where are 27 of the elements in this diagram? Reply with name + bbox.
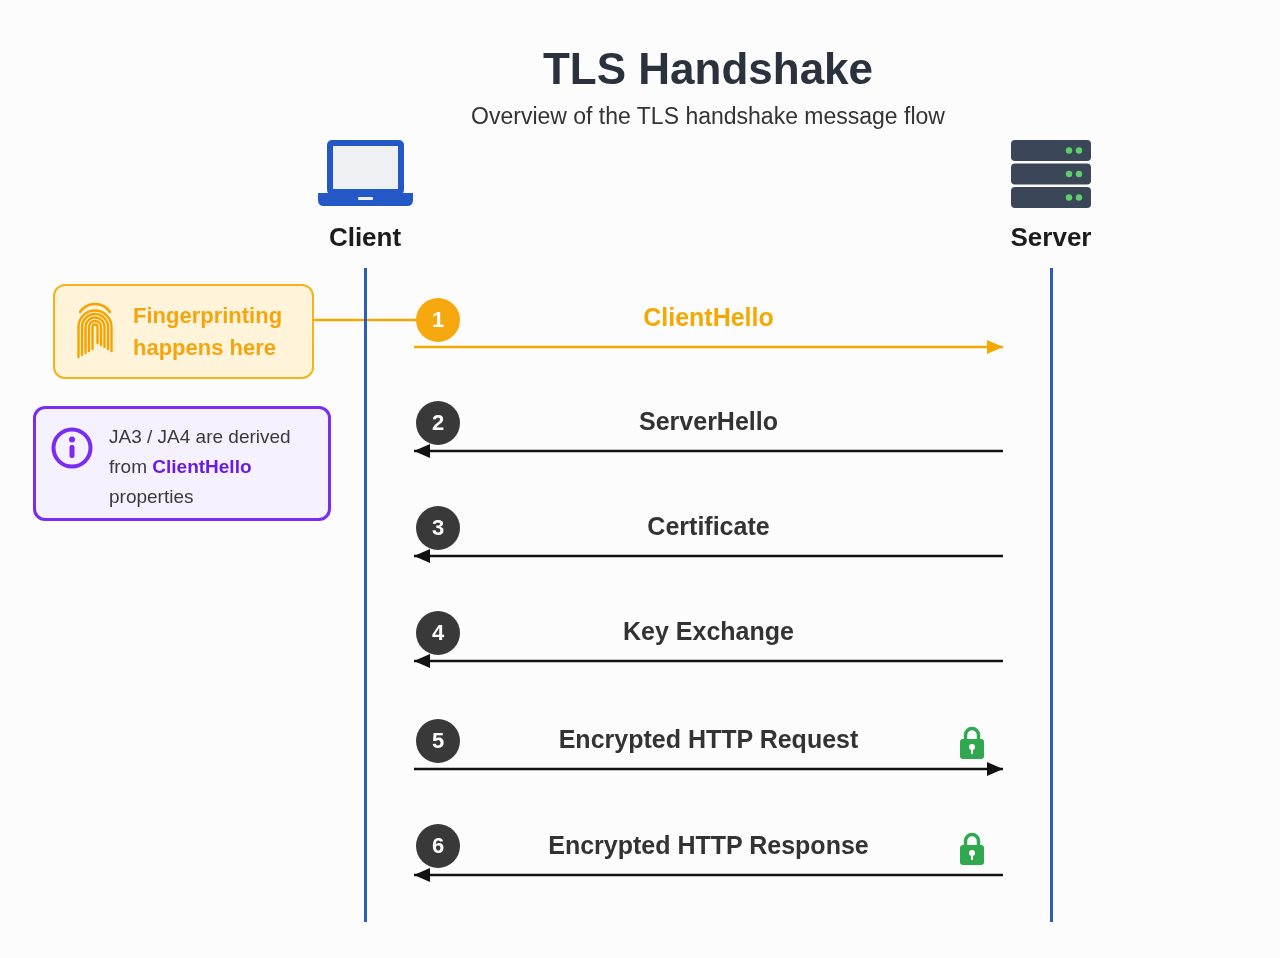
subtitle: Overview of the TLS handshake message flow: [471, 103, 945, 130]
message-label: ClientHello: [643, 302, 774, 332]
step-number: 2: [416, 401, 460, 445]
step-number: 3: [416, 506, 460, 550]
message-label: Certificate: [647, 511, 770, 541]
participant-label: Server: [1010, 222, 1092, 253]
note-text: JA3 / JA4 are derived from ClientHello properties: [109, 425, 292, 509]
message-arrow: [414, 868, 1003, 882]
message-label: Encrypted HTTP Response: [548, 830, 869, 860]
callout-box: [53, 284, 314, 379]
leader-line: [314, 318, 416, 322]
participant-label: Client: [328, 222, 402, 253]
message-arrow: [414, 762, 1003, 776]
step-number: 5: [416, 719, 460, 763]
message-label: Encrypted HTTP Request: [558, 724, 859, 754]
message-label: ServerHello: [639, 406, 778, 436]
step-number: 1: [416, 298, 460, 342]
step-number: 4: [416, 611, 460, 655]
message-arrow: [414, 549, 1003, 563]
message-arrow: [414, 340, 1003, 354]
diagram-title: TLS Handshake: [542, 44, 874, 94]
info-note: [33, 406, 331, 521]
message-arrow: [414, 654, 1003, 668]
message-label: Key Exchange: [623, 616, 794, 646]
message-arrow: [414, 444, 1003, 458]
note-text: Fingerprinting happens here: [133, 302, 284, 362]
step-number: 6: [416, 824, 460, 868]
